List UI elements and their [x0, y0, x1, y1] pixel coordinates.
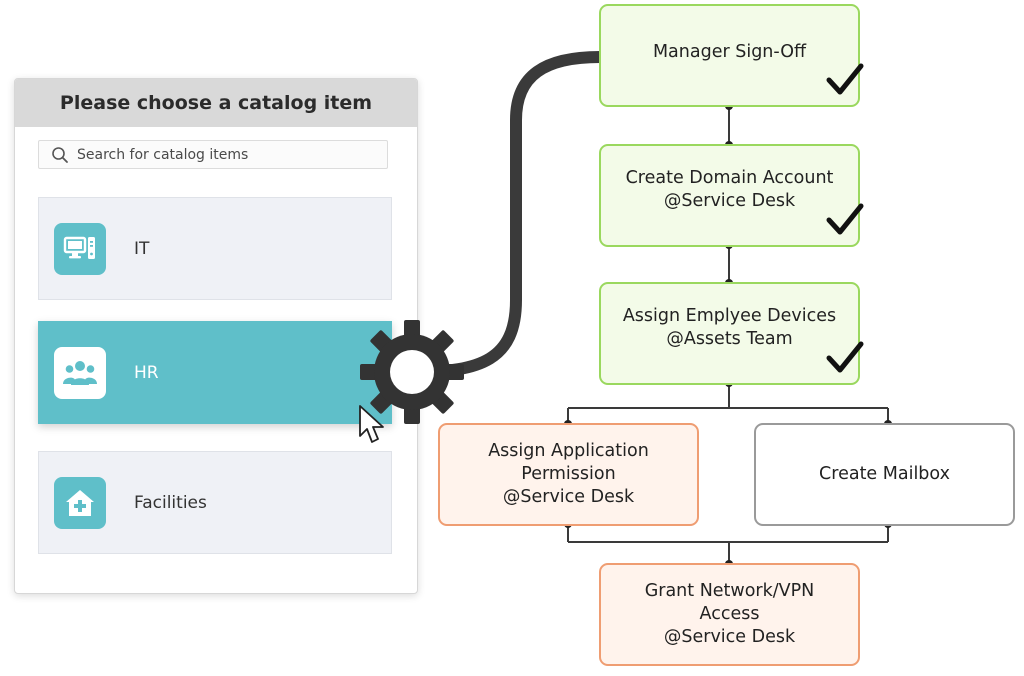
catalog-item-it[interactable]: IT	[38, 197, 392, 300]
step-text: Create Mailbox	[819, 464, 950, 484]
catalog-panel: Please choose a catalog item	[14, 78, 418, 594]
workflow-step-create-mailbox: Create Mailbox	[754, 423, 1015, 526]
checkmark-icon	[826, 63, 864, 95]
search-input[interactable]	[77, 146, 387, 163]
catalog-item-facilities[interactable]: Facilities	[38, 451, 392, 554]
monitor-icon	[54, 222, 106, 275]
checkmark-icon	[826, 203, 864, 235]
step-text: Assign Application Permission @Service D…	[488, 441, 649, 507]
catalog-title: Please choose a catalog item	[59, 92, 373, 114]
workflow-step-manager-signoff: Manager Sign-Off	[599, 4, 864, 107]
catalog-item-label: HR	[134, 362, 159, 383]
step-text: Create Domain Account @Service Desk	[625, 167, 834, 211]
workflow-step-grant-network-vpn: Grant Network/VPN Access @Service Desk	[599, 563, 860, 666]
search-box[interactable]	[38, 140, 388, 169]
workflow-step-assign-devices: Assign Emplyee Devices @Assets Team	[599, 282, 864, 385]
step-text: Assign Emplyee Devices @Assets Team	[622, 305, 837, 349]
house-plus-icon	[54, 476, 106, 529]
catalog-item-label: IT	[134, 238, 150, 259]
search-icon	[51, 146, 69, 164]
step-text: Grant Network/VPN Access @Service Desk	[644, 581, 815, 647]
workflow-step-assign-app-permission: Assign Application Permission @Service D…	[438, 423, 699, 526]
workflow-step-create-domain-account: Create Domain Account @Service Desk	[599, 144, 864, 247]
step-text: Manager Sign-Off	[652, 42, 807, 62]
connector-merge	[567, 524, 889, 564]
connector-cable	[409, 51, 606, 378]
checkmark-icon	[826, 341, 864, 373]
catalog-item-label: Facilities	[134, 492, 207, 513]
catalog-item-hr[interactable]: HR	[38, 321, 392, 424]
connector-split	[567, 383, 889, 424]
people-icon	[54, 346, 106, 399]
catalog-header: Please choose a catalog item	[15, 79, 417, 127]
